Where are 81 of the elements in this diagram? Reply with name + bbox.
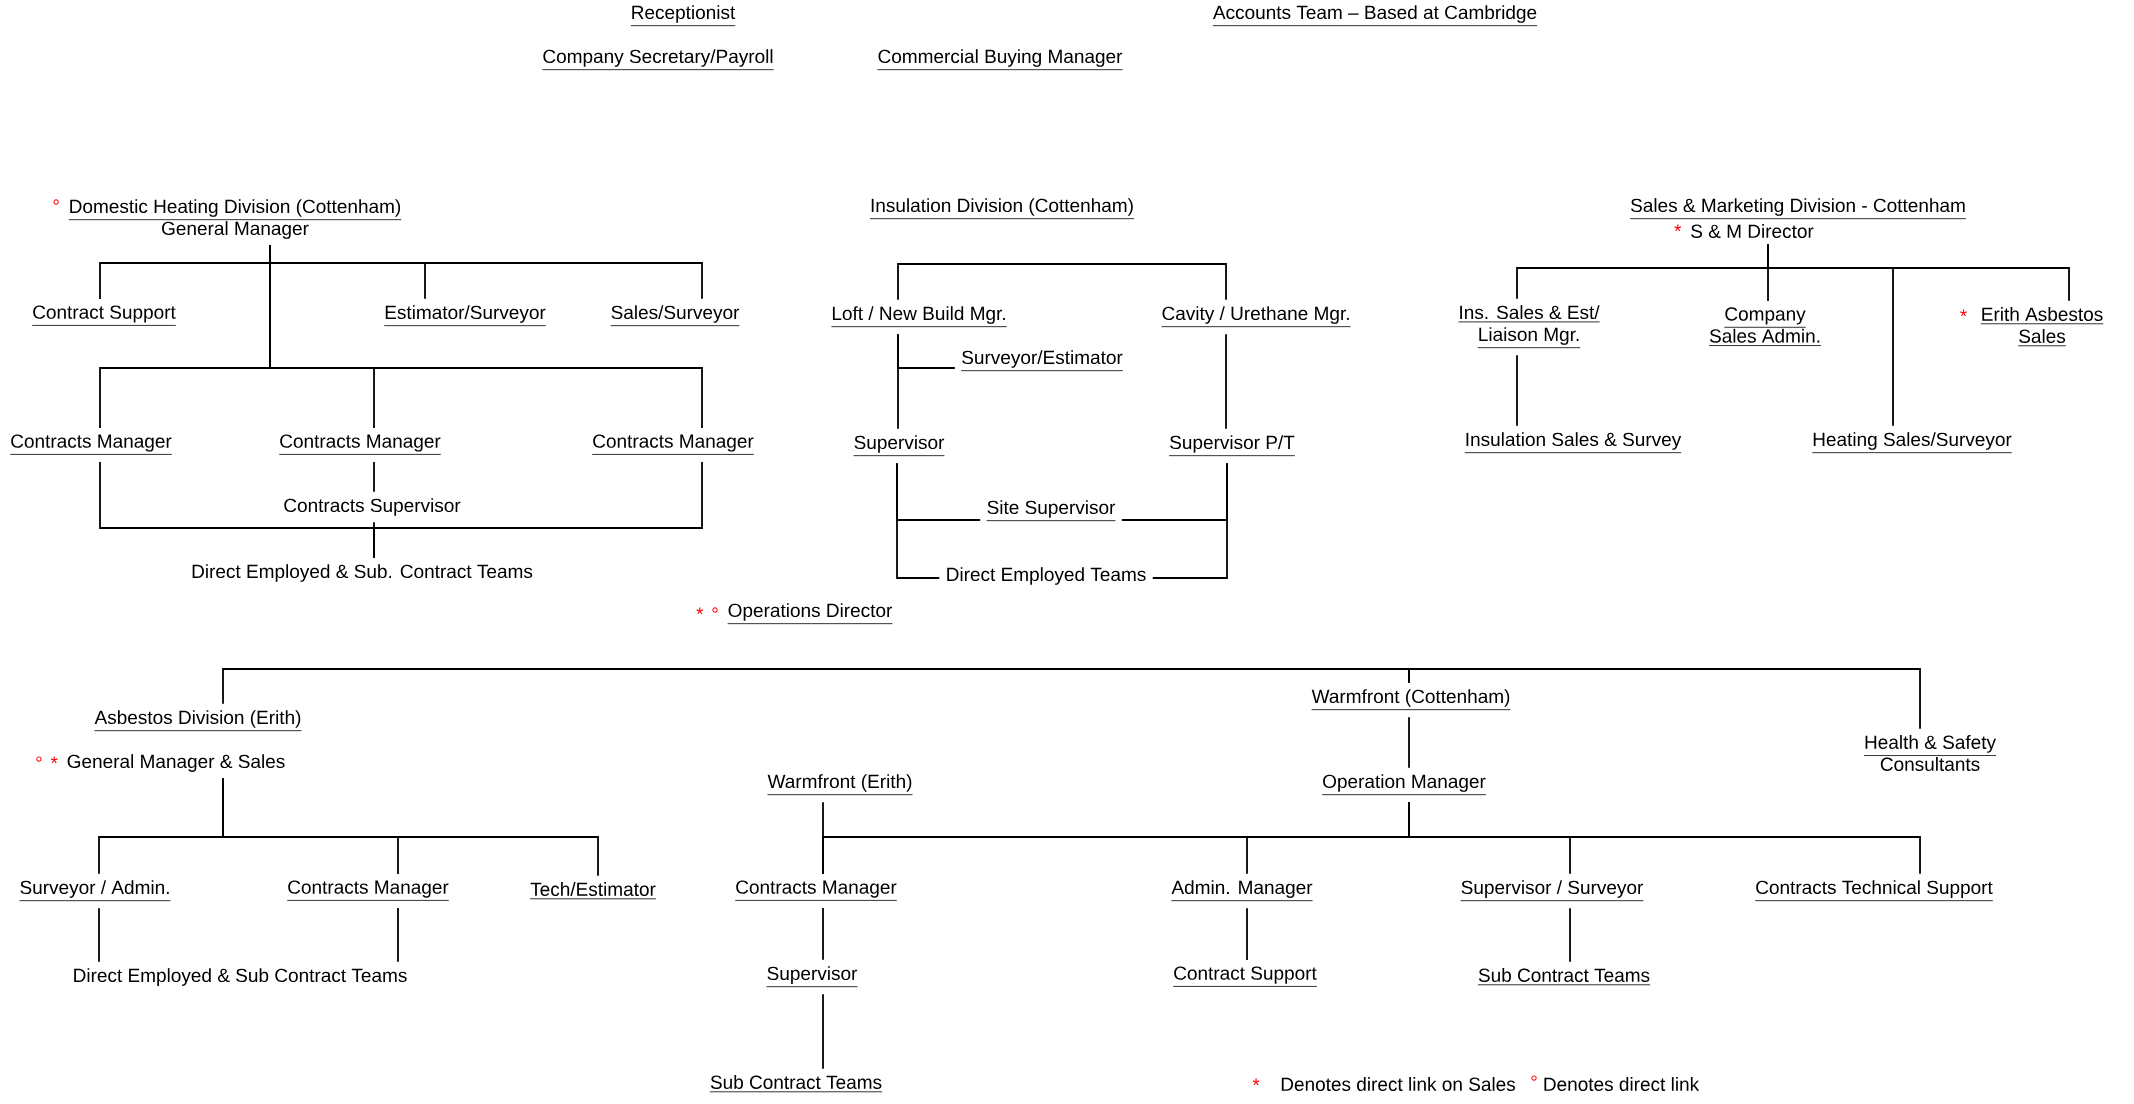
role-title: Supervisor P/T bbox=[1168, 435, 1296, 457]
role-title: Contracts Manager bbox=[286, 880, 450, 901]
role-title: Contract Support bbox=[1172, 966, 1318, 987]
role-title: Heating Sales/Surveyor bbox=[1811, 432, 2013, 454]
role-title: Contract Support bbox=[31, 305, 177, 326]
connector-line bbox=[373, 461, 703, 559]
role-title: General Manager & Sales bbox=[67, 754, 285, 772]
role-title: Tech/Estimator bbox=[529, 882, 657, 900]
legend-text: Denotes direct link on Sales bbox=[1281, 1077, 1516, 1091]
division-heading: Warmfront (Cottenham) bbox=[1311, 689, 1511, 711]
division-heading: Warmfront (Erith) bbox=[767, 774, 913, 796]
link-marker: * bbox=[696, 607, 704, 615]
division-heading: Asbestos Division (Erith) bbox=[94, 710, 302, 732]
role-title: Accounts Team – Based at Cambridge bbox=[1212, 5, 1538, 27]
role-title: Contracts Technical Support bbox=[1754, 880, 1994, 902]
role-title: S & M Director bbox=[1691, 224, 1814, 238]
connector-line bbox=[1408, 668, 1921, 730]
role-title: Receptionist bbox=[630, 5, 736, 27]
legend-text: Denotes direct link bbox=[1544, 1077, 1700, 1091]
role-title: Surveyor / Admin. bbox=[19, 880, 171, 902]
connector-line bbox=[1516, 354, 1518, 427]
role-title: Health & Safety bbox=[1863, 735, 1997, 756]
role-title: Sub Contract Teams bbox=[1477, 968, 1651, 986]
role-title: Contracts Manager bbox=[591, 434, 755, 455]
role-title: General Manager bbox=[162, 221, 309, 239]
role-title: Admin. Manager bbox=[1171, 880, 1313, 902]
link-marker: ° bbox=[1531, 1075, 1537, 1081]
division-heading: Insulation Division (Cottenham) bbox=[869, 198, 1135, 220]
role-title: Sub Contract Teams bbox=[709, 1075, 883, 1093]
connector-line bbox=[222, 668, 1410, 705]
link-marker: * bbox=[1960, 309, 1967, 317]
role-title: Direct Employed & Sub. Contract Teams bbox=[192, 564, 533, 582]
role-title: Sales/Surveyor bbox=[610, 305, 740, 327]
role-title: Erith Asbestos Sales bbox=[1980, 307, 2104, 347]
role-title: Company Secretary/Payroll bbox=[542, 49, 775, 71]
link-marker: ° bbox=[53, 199, 59, 205]
role-title: Site Supervisor bbox=[986, 500, 1116, 522]
connector-line bbox=[1408, 801, 1921, 875]
connector-line bbox=[1225, 333, 1227, 430]
role-title: Contracts Manager bbox=[734, 880, 898, 901]
role-title: Loft / New Build Mgr. bbox=[830, 306, 1008, 328]
link-marker: ° bbox=[712, 607, 718, 613]
link-marker: * bbox=[1674, 224, 1682, 232]
connector-line bbox=[896, 462, 941, 579]
link-marker: * bbox=[50, 756, 58, 764]
connector-line bbox=[897, 333, 899, 430]
connector-line bbox=[1569, 907, 1571, 963]
connector-line bbox=[269, 244, 703, 429]
link-marker: * bbox=[1252, 1078, 1260, 1086]
connector-line bbox=[1408, 716, 1410, 769]
connector-line bbox=[98, 907, 100, 963]
connector-line bbox=[373, 461, 375, 493]
role-title: Direct Employed Teams bbox=[947, 567, 1146, 585]
connector-line bbox=[1246, 907, 1248, 961]
connector-line bbox=[822, 907, 824, 961]
role-title: Operation Manager bbox=[1321, 774, 1487, 796]
role-title: Estimator/Surveyor bbox=[383, 305, 547, 327]
connector-line bbox=[1151, 462, 1228, 579]
role-title: Cavity / Urethane Mgr. bbox=[1161, 306, 1351, 328]
role-title: Operations Director bbox=[727, 603, 893, 625]
role-title: Consultants bbox=[1880, 757, 1980, 771]
role-title: Supervisor / Surveyor bbox=[1460, 880, 1644, 902]
connector-line bbox=[397, 907, 399, 963]
division-heading: Domestic Heating Division (Cottenham) bbox=[68, 199, 402, 221]
division-heading: Sales & Marketing Division - Cottenham bbox=[1629, 198, 1967, 220]
connector-line bbox=[897, 263, 1227, 301]
role-title: Contracts Manager bbox=[9, 434, 173, 455]
role-title: Insulation Sales & Survey bbox=[1464, 432, 1682, 454]
connector-line bbox=[1767, 243, 1894, 427]
role-title: Ins. Sales & Est/ Liaison Mgr. bbox=[1458, 305, 1600, 349]
role-title: Direct Employed & Sub Contract Teams bbox=[74, 968, 407, 986]
role-title: Contracts Supervisor bbox=[284, 498, 461, 516]
role-title: Supervisor bbox=[766, 966, 858, 988]
connector-line bbox=[222, 777, 599, 877]
role-title: Supervisor bbox=[853, 435, 945, 457]
role-title: Commercial Buying Manager bbox=[877, 49, 1123, 71]
connector-line bbox=[822, 993, 824, 1070]
role-title: Contracts Manager bbox=[278, 434, 442, 455]
role-title: Surveyor/Estimator bbox=[960, 350, 1124, 372]
link-marker: ° bbox=[36, 756, 42, 762]
role-title: Company Sales Admin. bbox=[1708, 307, 1822, 346]
